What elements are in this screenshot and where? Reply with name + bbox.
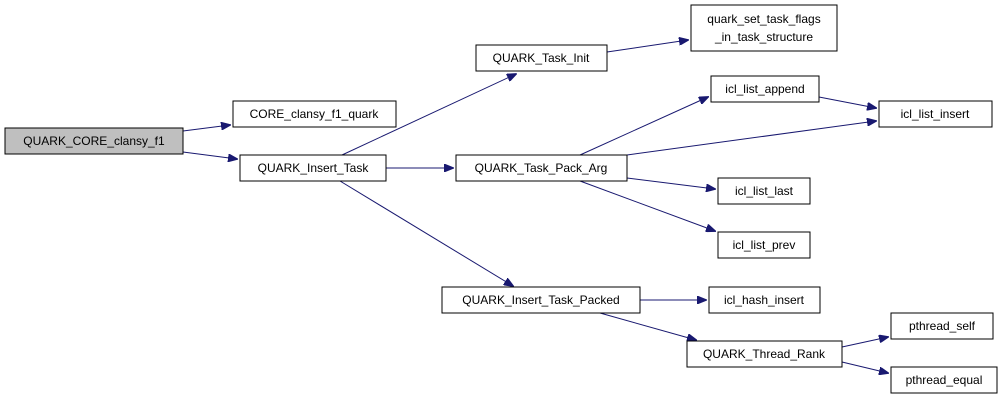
edge-arrow — [339, 180, 513, 286]
edges-layer — [182, 40, 888, 373]
node-label: icl_hash_insert — [724, 293, 805, 307]
edge-pack-arg-to-list-append — [579, 97, 708, 156]
node-quark-task-pack-arg[interactable]: QUARK_Task_Pack_Arg — [455, 154, 628, 182]
edge-arrow — [626, 177, 715, 189]
node-label: QUARK_Task_Pack_Arg — [475, 161, 608, 175]
edge-pack-arg-to-list-insert — [626, 121, 876, 156]
node-label: icl_list_last — [735, 184, 794, 198]
edge-arrow — [626, 121, 876, 156]
node-quark-task-init[interactable]: QUARK_Task_Init — [475, 44, 608, 72]
node-label: QUARK_Task_Init — [493, 51, 590, 65]
node-label-line-1: quark_set_task_flags — [707, 12, 820, 26]
node-label: QUARK_Insert_Task_Packed — [462, 293, 619, 307]
node-icl-list-prev[interactable]: icl_list_prev — [717, 231, 811, 259]
node-icl-list-last[interactable]: icl_list_last — [717, 177, 811, 205]
node-label: icl_list_append — [725, 82, 804, 96]
edge-list-append-to-list-insert — [818, 96, 876, 108]
edge-pack-arg-to-list-last — [626, 177, 715, 189]
node-icl-hash-insert[interactable]: icl_hash_insert — [708, 286, 821, 314]
edge-insert-packed-to-thread-rank — [599, 312, 696, 340]
edge-arrow — [841, 361, 888, 373]
edge-arrow — [341, 74, 516, 156]
node-pthread-equal[interactable]: pthread_equal — [890, 366, 998, 394]
node-pthread-self[interactable]: pthread_self — [890, 312, 994, 340]
edge-thread-rank-to-pthread-self — [841, 337, 888, 348]
edge-arrow — [579, 180, 715, 231]
node-quark-thread-rank[interactable]: QUARK_Thread_Rank — [686, 340, 843, 368]
node-label: QUARK_Thread_Rank — [703, 347, 826, 361]
edge-insert-task-to-task-init — [341, 74, 516, 156]
node-quark-set-task-flags-in-task-structure[interactable]: quark_set_task_flags _in_task_structure — [690, 4, 838, 52]
edge-arrow — [818, 96, 876, 108]
edge-pack-arg-to-list-prev — [579, 180, 715, 231]
node-quark-core-clansy-f1[interactable]: QUARK_CORE_clansy_f1 — [4, 127, 184, 155]
node-label: QUARK_Insert_Task — [258, 161, 370, 175]
edge-insert-task-to-insert-packed — [339, 180, 513, 286]
edge-arrow — [182, 151, 237, 159]
edge-task-init-to-set-flags — [606, 40, 688, 53]
node-icl-list-insert[interactable]: icl_list_insert — [878, 100, 993, 128]
node-label-line-2: _in_task_structure — [714, 30, 813, 44]
edge-arrow — [841, 337, 888, 348]
edge-arrow — [606, 40, 688, 53]
node-label: pthread_self — [909, 319, 976, 333]
node-label: pthread_equal — [906, 373, 983, 387]
edge-root-to-core-quark — [182, 125, 230, 132]
node-quark-insert-task[interactable]: QUARK_Insert_Task — [239, 154, 387, 182]
node-label: QUARK_CORE_clansy_f1 — [23, 134, 165, 148]
node-core-clansy-f1-quark[interactable]: CORE_clansy_f1_quark — [232, 100, 397, 128]
node-label: icl_list_prev — [733, 238, 796, 252]
edge-thread-rank-to-pthread-equal — [841, 361, 888, 373]
node-icl-list-append[interactable]: icl_list_append — [710, 75, 820, 103]
edge-root-to-insert-task — [182, 151, 237, 159]
node-label: icl_list_insert — [901, 107, 970, 121]
node-quark-insert-task-packed[interactable]: QUARK_Insert_Task_Packed — [441, 286, 641, 314]
edge-arrow — [599, 312, 696, 340]
node-label: CORE_clansy_f1_quark — [250, 107, 380, 121]
edge-arrow — [182, 125, 230, 132]
edge-arrow — [579, 97, 708, 156]
